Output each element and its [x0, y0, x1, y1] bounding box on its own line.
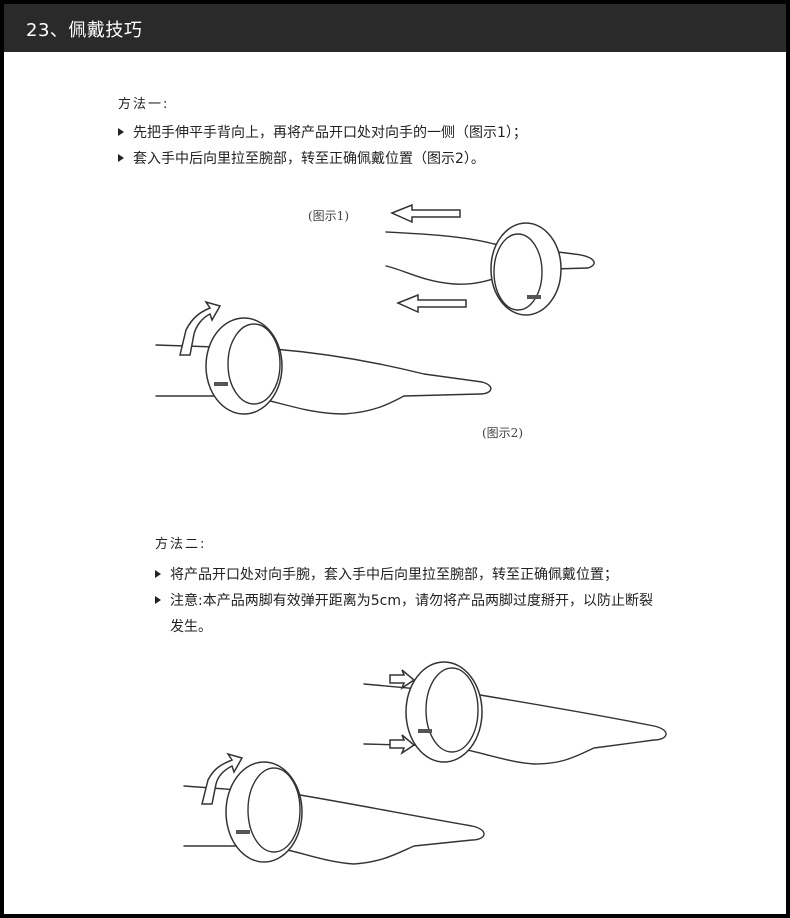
figure-1-illustration	[385, 203, 595, 316]
rotate-arrow-icon	[179, 300, 222, 356]
bullet-triangle-icon	[155, 596, 161, 604]
bullet-triangle-icon	[118, 128, 124, 136]
method-2-bullet: 将产品开口处对向手腕，套入手中后向里拉至腕部，转至正确佩戴位置；	[155, 564, 618, 584]
figure-2-illustration	[155, 300, 492, 415]
figure-2-label: (图示2)	[482, 426, 523, 440]
figure-1-label: (图示1)	[308, 209, 349, 223]
wearing-illustrations	[155, 203, 667, 865]
arrow-left-icon	[396, 293, 467, 314]
method-2-title: 方法二:	[155, 537, 207, 552]
section-header: 23、佩戴技巧	[4, 4, 786, 52]
wristband	[490, 222, 562, 316]
arrow-right-icon	[389, 669, 416, 690]
page: 23、佩戴技巧	[4, 4, 786, 914]
method-2-bullet-continuation: 发生。	[170, 619, 212, 635]
section-title: 23、佩戴技巧	[26, 20, 143, 41]
rotate-arrow-icon	[201, 752, 244, 805]
arrow-left-icon	[390, 203, 461, 224]
method-1-bullet: 先把手伸平手背向上，再将产品开口处对向手的一侧（图示1）；	[118, 122, 527, 142]
method-1-bullet: 套入手中后向里拉至腕部，转至正确佩戴位置（图示2）。	[118, 148, 485, 168]
bullet-triangle-icon	[155, 570, 161, 578]
method-2-illustration-bottom	[183, 752, 485, 865]
bullet-triangle-icon	[118, 154, 124, 162]
method-2-bullet: 注意:本产品两脚有效弹开距离为5cm，请勿将产品两脚过度掰开，以防止断裂	[155, 590, 653, 610]
method-2-illustration-top	[363, 661, 667, 765]
method-1-title: 方法一:	[118, 97, 170, 112]
arrow-right-icon	[389, 734, 416, 755]
